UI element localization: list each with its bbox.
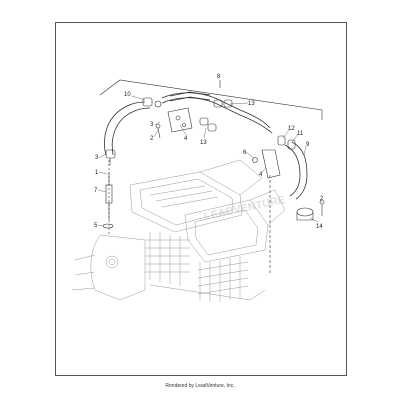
watermark: LEADVENTURE [203,194,286,223]
callout-13-top: 13 [248,101,255,107]
callout-8: 8 [217,74,221,80]
callout-13-lower: 13 [200,140,207,146]
callout-4-left: 4 [184,136,188,142]
callout-2-left: 2 [150,136,154,142]
callout-2-right: 2 [320,196,324,202]
diagram-frame [55,22,347,376]
callout-3-top: 3 [150,122,154,128]
bracket-right [252,149,281,179]
assembly-bracket-line [99,79,323,120]
callout-1: 1 [95,170,99,176]
bolt-2-right [319,199,325,216]
callout-3-left: 3 [95,155,99,161]
callout-4-right: 4 [259,172,263,178]
mounting-bracket [167,107,193,133]
callout-9: 9 [306,142,310,148]
clamp-11 [287,139,296,150]
fitting-14 [296,207,314,221]
callout-11: 11 [297,131,304,137]
hose-clamp-top [142,97,162,108]
hose-9 [284,141,308,200]
clip-13-top [213,99,233,108]
callout-6: 6 [243,150,247,156]
callout-leaders [97,95,323,227]
breather-hose-assembly [161,91,273,134]
callout-12: 12 [288,126,295,132]
footer-credit: Rendered by LeadVenture, Inc. [165,383,235,389]
callout-labels: 8 10 3 2 4 13 13 6 12 11 9 4 2 14 3 1 7 … [94,74,324,230]
washer-5 [102,223,114,229]
clamp-12 [277,135,286,146]
callout-5: 5 [94,223,98,229]
clip-13-lower [199,117,217,132]
callout-14: 14 [316,224,323,230]
engine-illustration [71,159,286,302]
bolt-2-left [155,123,161,139]
callout-10: 10 [124,92,131,98]
callout-7: 7 [94,188,98,194]
fitting-3-left [105,149,116,165]
hose-10 [103,101,151,156]
